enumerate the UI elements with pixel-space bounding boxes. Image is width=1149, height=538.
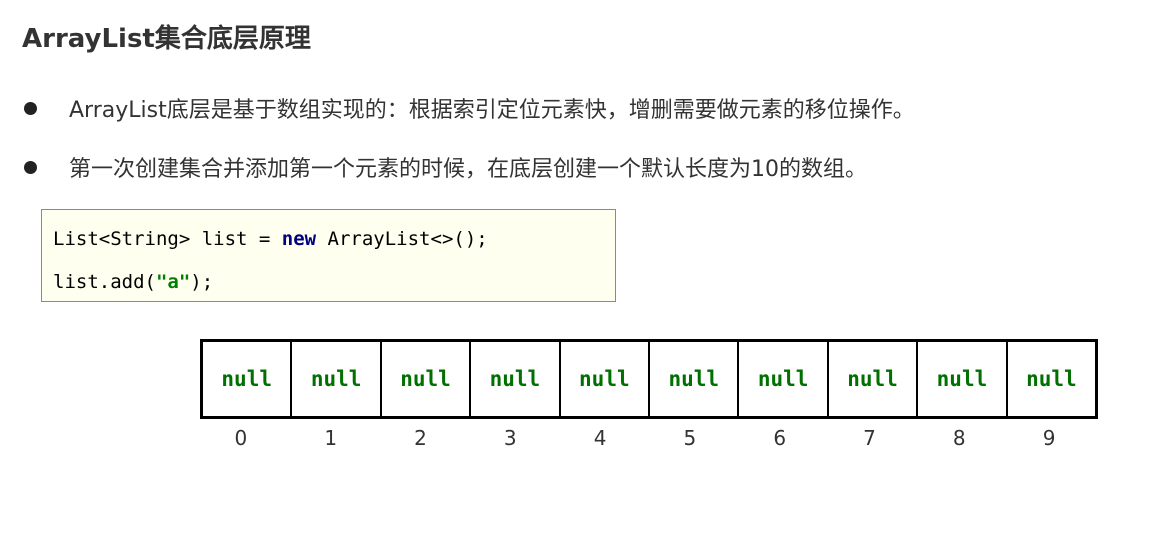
array-diagram: null null null null null null null null …	[200, 339, 1098, 419]
bullet-text: ArrayList底层是基于数组实现的：根据索引定位元素快，增删需要做元素的移位…	[69, 98, 915, 123]
bullet-text: 第一次创建集合并添加第一个元素的时候，在底层创建一个默认长度为10的数组。	[69, 157, 867, 182]
array-cell-8: null	[918, 342, 1008, 416]
array-index-row: 0 1 2 3 4 5 6 7 8 9	[200, 426, 1098, 450]
array-cell-2: null	[382, 342, 472, 416]
array-cell-7: null	[829, 342, 919, 416]
array-index-label: 6	[773, 426, 787, 450]
array-cell-9: null	[1026, 367, 1077, 391]
array-cell-5: null	[650, 342, 740, 416]
array-index-label: 4	[593, 426, 607, 450]
array-index-label: 5	[683, 426, 697, 450]
code-text: );	[190, 271, 214, 293]
array-index-label: 3	[503, 426, 517, 450]
code-text: ArrayList<>();	[316, 228, 488, 250]
array-cell-4: null	[561, 342, 651, 416]
code-string: "a"	[155, 271, 191, 293]
bullet-item: ArrayList底层是基于数组实现的：根据索引定位元素快，增删需要做元素的移位…	[24, 92, 915, 124]
array-cell-3: null	[471, 342, 561, 416]
array-index-label: 1	[324, 426, 338, 450]
code-line-1: List<String> list = new ArrayList<>();	[53, 228, 488, 250]
array-index-label: 9	[1042, 426, 1056, 450]
code-text: list.add(	[53, 271, 156, 293]
bullet-dot-icon	[24, 101, 37, 115]
code-keyword: new	[281, 228, 317, 250]
code-text: List<String> list =	[53, 228, 282, 250]
array-cell-6: null	[739, 342, 829, 416]
array-index-label: 7	[863, 426, 876, 450]
array-index-label: 2	[414, 426, 427, 450]
page-title: ArrayList集合底层原理	[22, 24, 311, 54]
array-index-label: 0	[234, 426, 248, 450]
array-cell-1: null	[292, 342, 382, 416]
array-index-label: 8	[952, 426, 966, 450]
bullet-item: 第一次创建集合并添加第一个元素的时候，在底层创建一个默认长度为10的数组。	[24, 151, 867, 183]
bullet-dot-icon	[24, 160, 37, 174]
code-block: List<String> list = new ArrayList<>(); l…	[41, 209, 616, 302]
code-line-2: list.add("a");	[53, 271, 213, 293]
array-cell-0: null	[203, 342, 293, 416]
